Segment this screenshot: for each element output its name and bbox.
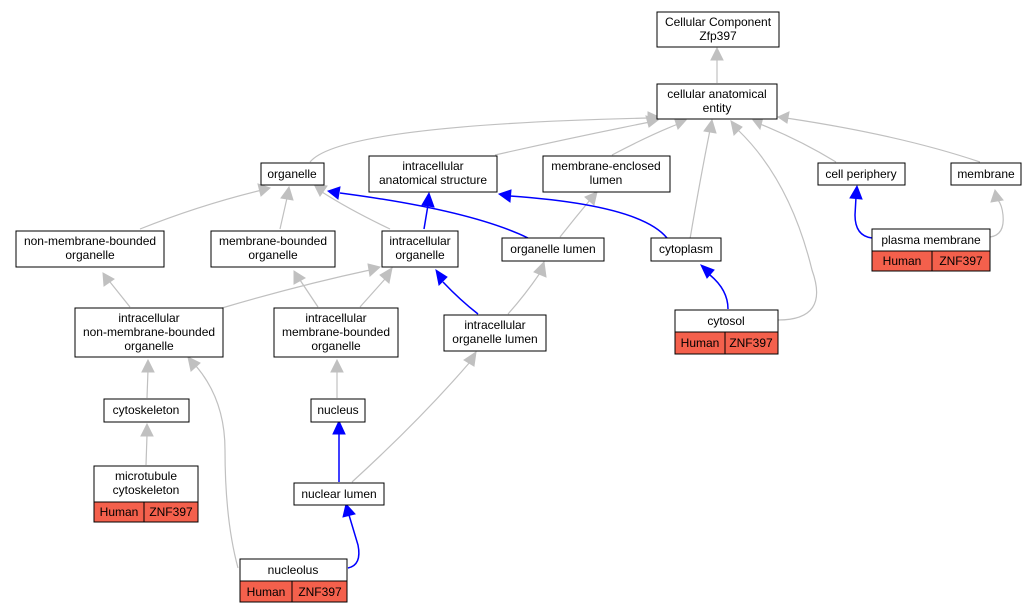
node-label: nucleolus — [268, 563, 319, 577]
node-label: microtubule — [115, 469, 177, 483]
node-cellular-anatomical-entity[interactable]: cellular anatomical entity — [656, 83, 778, 120]
node-label: organelle — [311, 339, 361, 353]
species-tag: Human — [100, 505, 139, 519]
node-label: intracellular — [118, 311, 179, 325]
node-label: nucleus — [317, 403, 358, 417]
node-cellular-component[interactable]: Cellular Component Zfp397 — [656, 11, 780, 48]
node-label: Zfp397 — [699, 29, 737, 43]
node-label: cytoskeleton — [113, 403, 180, 417]
node-label: nuclear lumen — [301, 487, 376, 501]
node-label: organelle — [248, 248, 298, 262]
gene-tag: ZNF397 — [298, 585, 342, 599]
node-label: plasma membrane — [881, 233, 981, 247]
node-membrane[interactable]: membrane — [950, 162, 1022, 186]
node-organelle[interactable]: organelle — [260, 162, 325, 186]
node-label: organelle — [267, 167, 317, 181]
node-label: organelle — [395, 248, 445, 262]
gene-tag: ZNF397 — [149, 505, 193, 519]
node-non-membrane-bounded-organelle[interactable]: non-membrane-bounded organelle — [15, 230, 165, 268]
node-cytoplasm[interactable]: cytoplasm — [650, 237, 722, 262]
node-organelle-lumen[interactable]: organelle lumen — [501, 237, 605, 262]
node-label: lumen — [590, 173, 623, 187]
edges-blue — [326, 184, 873, 569]
node-label: organelle lumen — [452, 332, 537, 346]
node-label: organelle — [65, 248, 115, 262]
node-label: cell periphery — [825, 167, 896, 181]
node-intracellular-anatomical-structure[interactable]: intracellular anatomical structure — [368, 155, 498, 193]
node-label: intracellular — [402, 159, 463, 173]
node-label: membrane-bounded — [219, 234, 327, 248]
node-label: cytosol — [707, 314, 744, 328]
gene-tag: ZNF397 — [939, 254, 983, 268]
species-tag: Human — [883, 254, 922, 268]
node-cell-periphery[interactable]: cell periphery — [817, 162, 906, 186]
node-label: entity — [703, 101, 732, 115]
node-microtubule-cytoskeleton[interactable]: microtubule cytoskeleton Human ZNF397 — [93, 465, 199, 523]
node-label: Cellular Component — [665, 15, 772, 29]
node-nucleus[interactable]: nucleus — [310, 398, 366, 423]
node-label: intracellular — [305, 311, 366, 325]
node-label: membrane — [957, 167, 1015, 181]
node-label: membrane-enclosed — [551, 159, 660, 173]
node-membrane-bounded-organelle[interactable]: membrane-bounded organelle — [210, 230, 336, 268]
node-label: cellular anatomical — [667, 87, 766, 101]
node-label: non-membrane-bounded — [24, 234, 156, 248]
node-intracellular-organelle[interactable]: intracellular organelle — [381, 230, 459, 268]
node-label: intracellular — [389, 234, 450, 248]
node-label: anatomical structure — [379, 173, 487, 187]
node-nuclear-lumen[interactable]: nuclear lumen — [293, 482, 385, 506]
species-tag: Human — [681, 336, 720, 350]
node-label: organelle lumen — [510, 242, 595, 256]
node-label: non-membrane-bounded — [83, 325, 215, 339]
node-cytoskeleton[interactable]: cytoskeleton — [103, 398, 190, 423]
node-plasma-membrane[interactable]: plasma membrane Human ZNF397 — [871, 228, 991, 272]
gene-tag: ZNF397 — [729, 336, 773, 350]
node-label: intracellular — [464, 318, 525, 332]
edges-gray — [102, 46, 1004, 569]
node-label: cytoplasm — [659, 242, 713, 256]
species-tag: Human — [247, 585, 286, 599]
node-intracellular-membrane-bounded-organelle[interactable]: intracellular membrane-bounded organelle — [273, 307, 399, 358]
node-nucleolus[interactable]: nucleolus Human ZNF397 — [239, 558, 348, 603]
node-label: organelle — [124, 339, 174, 353]
node-membrane-enclosed-lumen[interactable]: membrane-enclosed lumen — [542, 155, 671, 193]
node-label: cytoskeleton — [113, 483, 180, 497]
node-intracellular-organelle-lumen[interactable]: intracellular organelle lumen — [443, 314, 547, 352]
node-intracellular-non-membrane-bounded-organelle[interactable]: intracellular non-membrane-bounded organ… — [74, 307, 224, 358]
node-cytosol[interactable]: cytosol Human ZNF397 — [674, 309, 779, 355]
node-label: membrane-bounded — [282, 325, 390, 339]
